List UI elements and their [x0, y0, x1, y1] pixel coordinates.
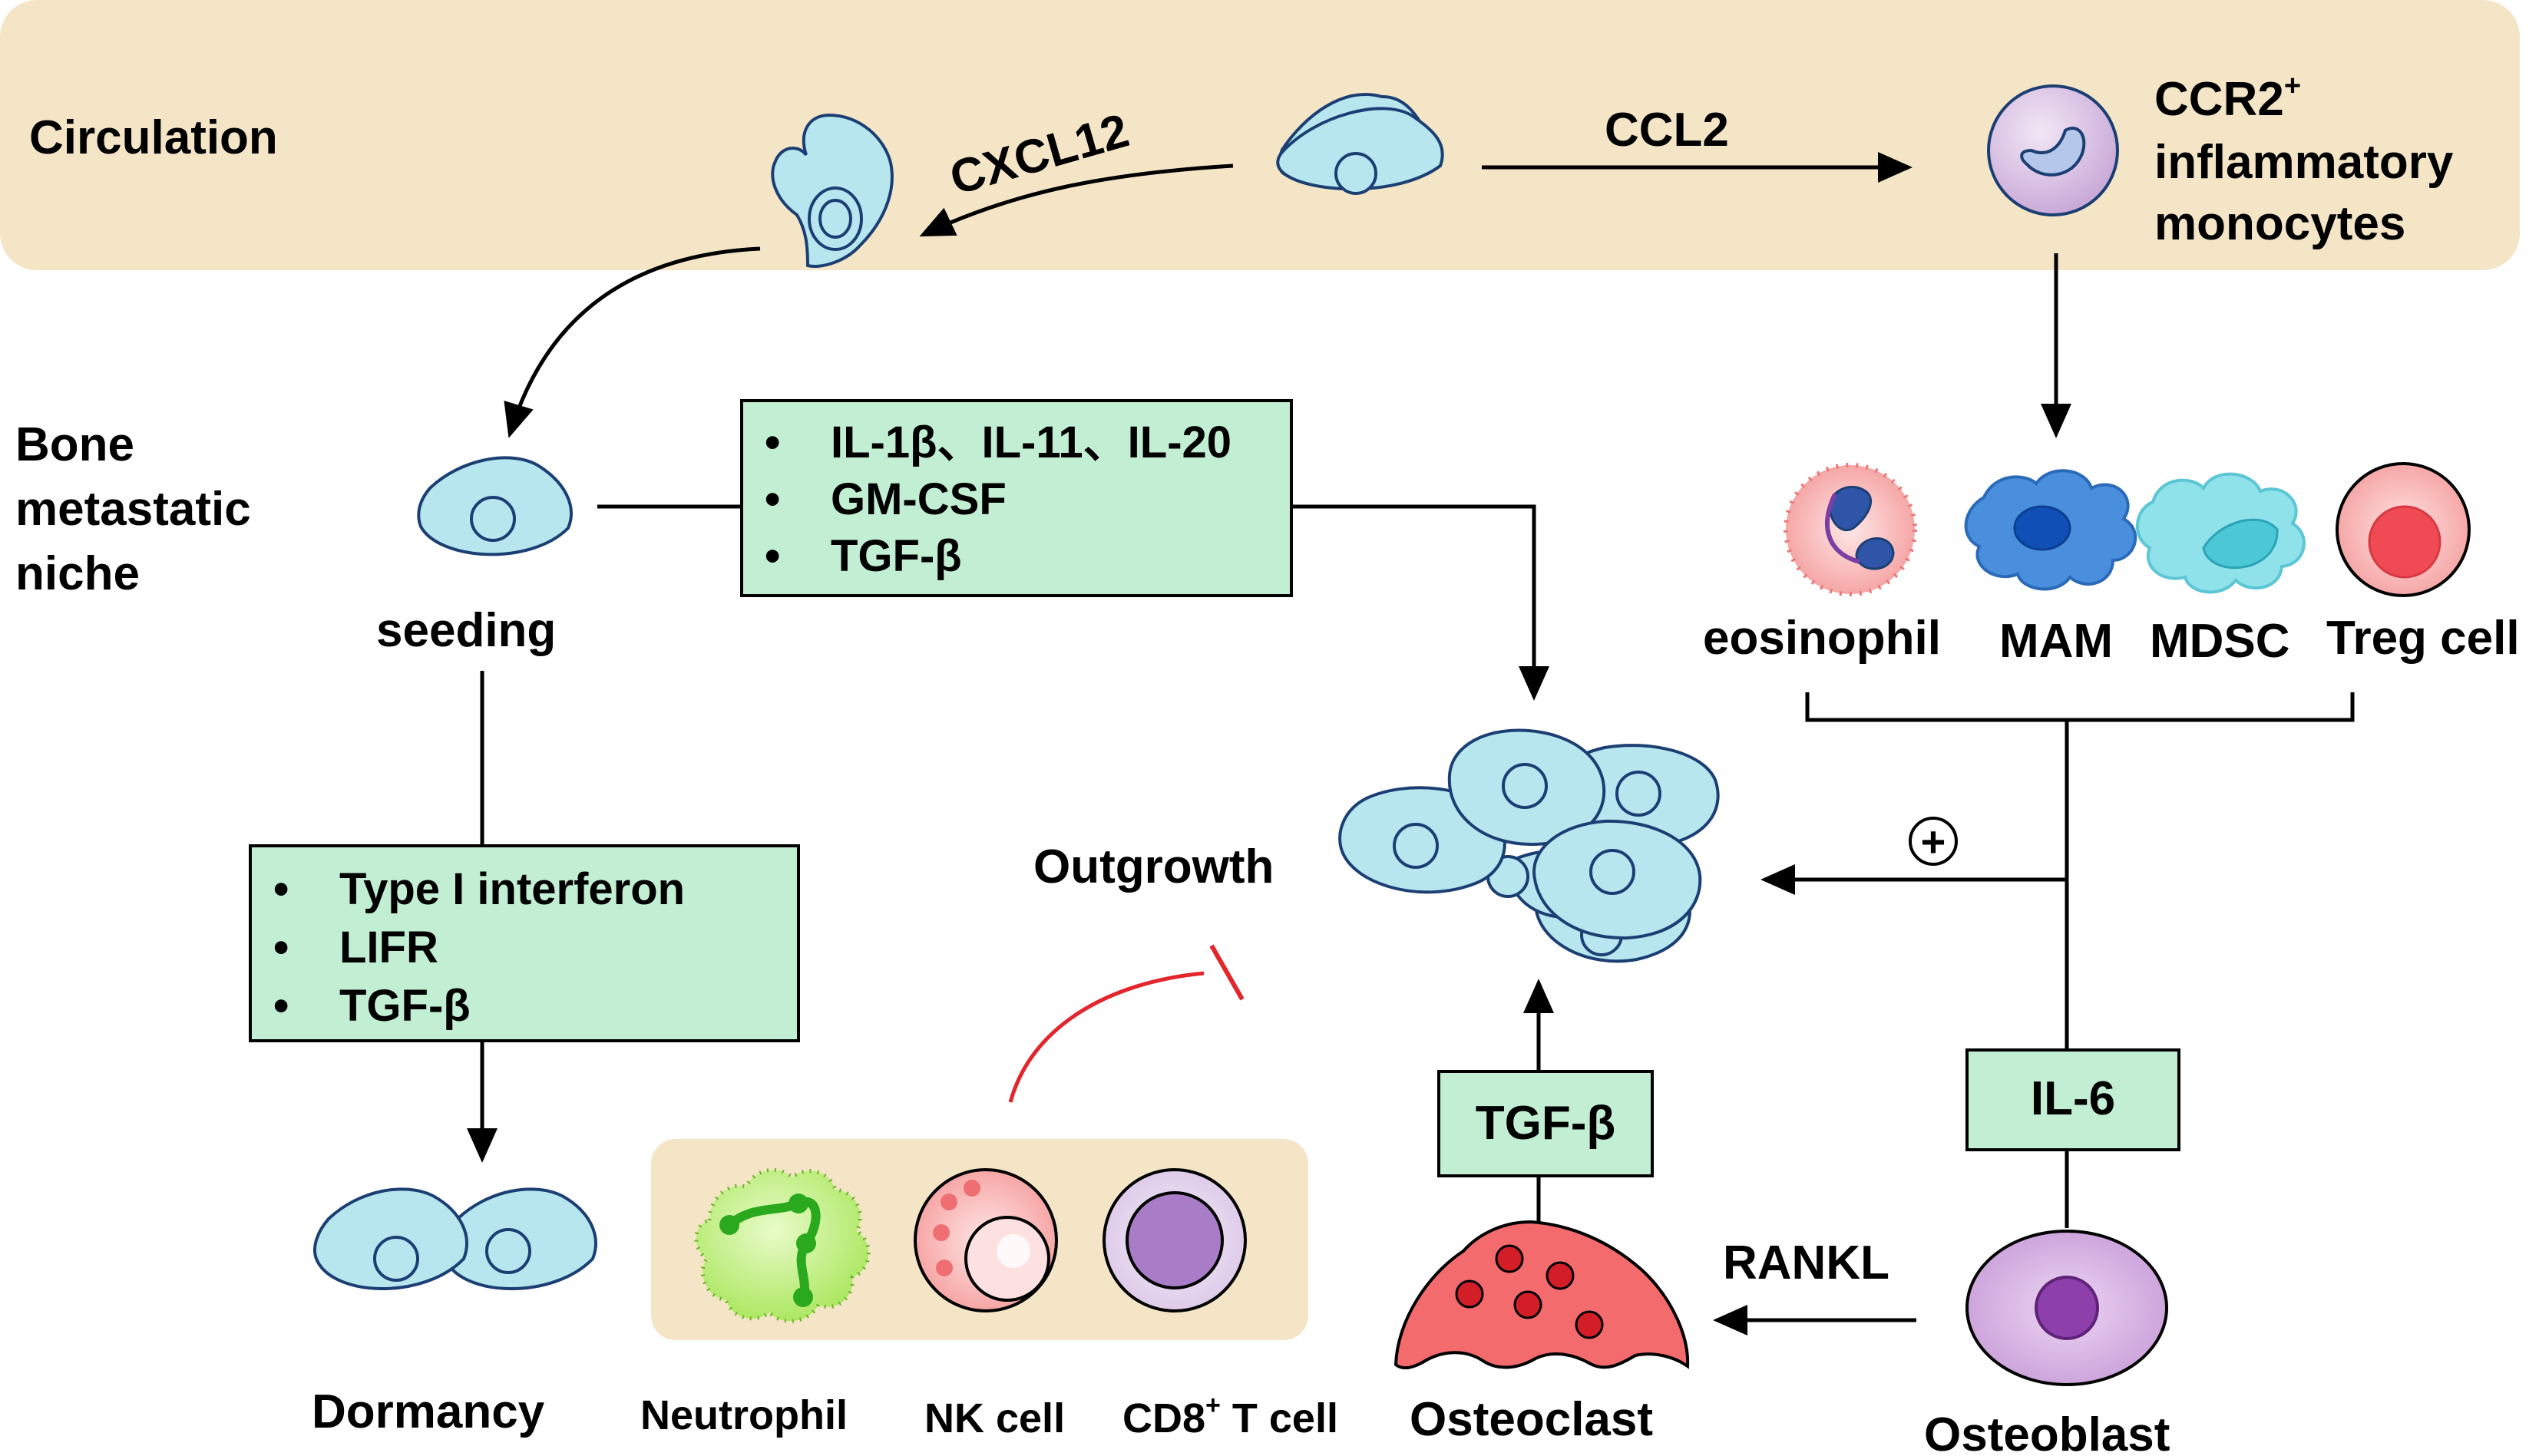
eosinophil-cell — [1784, 463, 1917, 596]
circulation-band — [0, 0, 2520, 270]
niche-label-line1: Bone — [15, 418, 134, 471]
seeding-factor-item-2: GM-CSF — [831, 474, 1007, 524]
eosinophil-label: eosinophil — [1703, 612, 1941, 665]
seeding-factors-box: • IL-1β、IL-11、IL-20 • GM-CSF • TGF-β — [740, 399, 1293, 597]
treg-cell — [2336, 462, 2471, 597]
cd8-t-cell-label: CD8+ T cell — [1122, 1391, 1338, 1441]
niche-label-line2: metastatic — [15, 483, 251, 536]
dormancy-factor-item-1: Type I interferon — [339, 864, 685, 914]
outgrowth-label: Outgrowth — [1033, 840, 1274, 893]
seeding-factor-item-1: IL-1β、IL-11、IL-20 — [831, 418, 1231, 467]
plus-sign: + — [1921, 817, 1946, 866]
dormancy-factor-item-2: LIFR — [339, 923, 438, 972]
box-to-outgrowth-arrow — [1291, 504, 1549, 701]
cd8-t-cell — [1103, 1168, 1247, 1312]
neutrophil-label: Neutrophil — [640, 1392, 848, 1438]
seeding-label: seeding — [376, 604, 556, 657]
osteoblast-cell — [1965, 1230, 2168, 1386]
dormant-tumor-cells — [313, 1187, 597, 1290]
osteoclast-cell — [1393, 1220, 1690, 1370]
niche-label-line3: niche — [15, 547, 140, 600]
dormancy-factor-bullet-3: • — [273, 981, 289, 1031]
seeding-tumor-cell — [417, 456, 573, 556]
ccr2-inflammatory-monocyte — [1987, 84, 2119, 216]
seeding-factor-item-3: TGF-β — [831, 531, 962, 581]
outgrowth-tumor-cluster — [1338, 728, 1720, 963]
seeding-factor-bullet-2: • — [765, 474, 780, 524]
dormancy-factor-bullet-2: • — [273, 923, 289, 972]
dormancy-label: Dormancy — [312, 1385, 545, 1438]
mdsc-cell — [2136, 472, 2306, 594]
plus-circle — [1909, 817, 1958, 866]
to-seeding-arrow — [504, 246, 761, 438]
osteoclast-label: Osteoclast — [1410, 1393, 1653, 1446]
nk-cell — [914, 1168, 1058, 1312]
treg-label: Treg cell — [2326, 612, 2520, 665]
ccl2-label: CCL2 — [1605, 104, 1729, 157]
tgf-beta-box: TGF-β — [1437, 1070, 1654, 1177]
seeding-factor-bullet-3: • — [765, 531, 780, 581]
inhibition-bar — [1209, 944, 1245, 1001]
circulation-label: Circulation — [29, 111, 278, 164]
ccr2-label-line2: inflammatory — [2154, 136, 2454, 189]
tgf-beta-label: TGF-β — [1476, 1097, 1615, 1150]
ccr2-label-line3: monocytes — [2154, 197, 2405, 250]
neutrophil-cell — [694, 1167, 871, 1323]
mam-label: MAM — [1999, 615, 2113, 668]
circulating-tumor-cell — [1276, 93, 1444, 195]
il6-box: IL-6 — [1965, 1048, 2180, 1151]
dormancy-factor-item-3: TGF-β — [339, 981, 471, 1031]
osteoblast-label: Osteoblast — [1924, 1408, 2170, 1456]
extravasating-tumor-cell — [771, 113, 894, 268]
dormancy-factor-bullet-1: • — [273, 864, 289, 914]
inhibition-curve — [1008, 971, 1205, 1103]
il6-label: IL-6 — [2031, 1072, 2115, 1125]
seeding-factor-bullet-1: • — [765, 418, 780, 467]
mam-cell — [1964, 469, 2137, 591]
ccr2-label: CCR2+ — [2154, 70, 2301, 126]
cxcl12-arrow — [919, 163, 1234, 237]
myeloid-bracket — [1805, 692, 2355, 722]
rankl-label: RANKL — [1723, 1236, 1889, 1289]
nk-cell-label: NK cell — [924, 1395, 1065, 1441]
mdsc-label: MDSC — [2150, 615, 2290, 668]
dormancy-factors-box: • Type I interferon • LIFR • TGF-β — [249, 844, 800, 1042]
